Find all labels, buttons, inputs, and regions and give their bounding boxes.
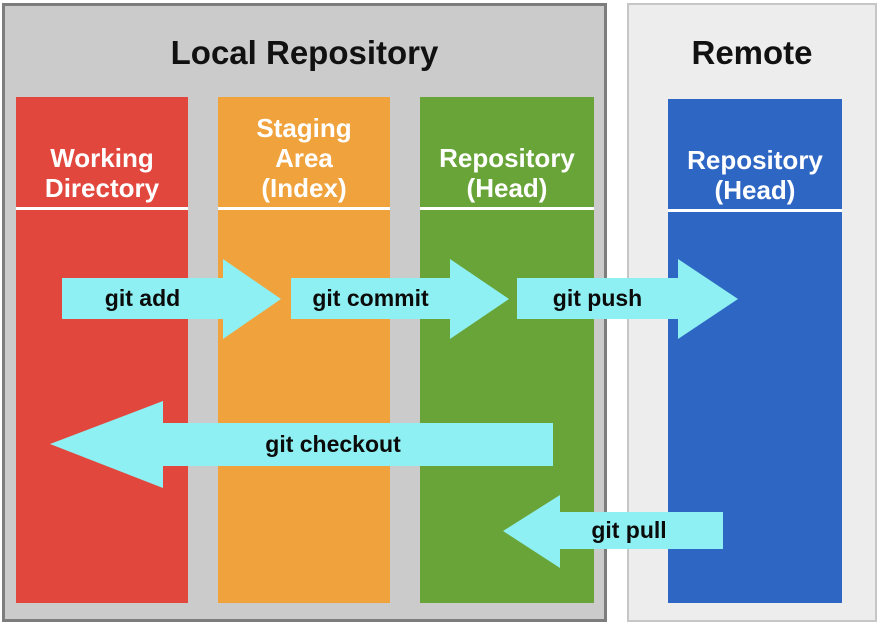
git-push-arrowhead-icon: [678, 259, 738, 339]
git-add-label: git add: [62, 278, 223, 319]
git-pull-label: git pull: [560, 512, 723, 549]
staging-area-column: Staging Area (Index): [218, 97, 390, 603]
remote-repository-head-label: Repository (Head): [687, 145, 823, 205]
staging-area-underline: [218, 207, 390, 210]
working-directory-column: Working Directory: [16, 97, 188, 603]
git-add-arrowhead-icon: [223, 259, 281, 339]
git-checkout-arrowhead-icon: [50, 401, 163, 488]
git-push-label: git push: [517, 278, 678, 319]
git-checkout-label: git checkout: [163, 423, 553, 466]
working-directory-label: Working Directory: [44, 143, 160, 203]
staging-area-label: Staging Area (Index): [256, 113, 352, 203]
repository-head-underline: [420, 207, 594, 210]
git-pull-arrowhead-icon: [503, 495, 560, 568]
git-commit-label: git commit: [291, 278, 450, 319]
remote-title: Remote: [691, 34, 813, 71]
working-directory-underline: [16, 207, 188, 210]
repository-head-label: Repository (Head): [439, 143, 575, 203]
remote-repository-head-underline: [668, 209, 842, 212]
local-repository-title: Local Repository: [170, 34, 439, 71]
git-commit-arrowhead-icon: [450, 259, 509, 339]
